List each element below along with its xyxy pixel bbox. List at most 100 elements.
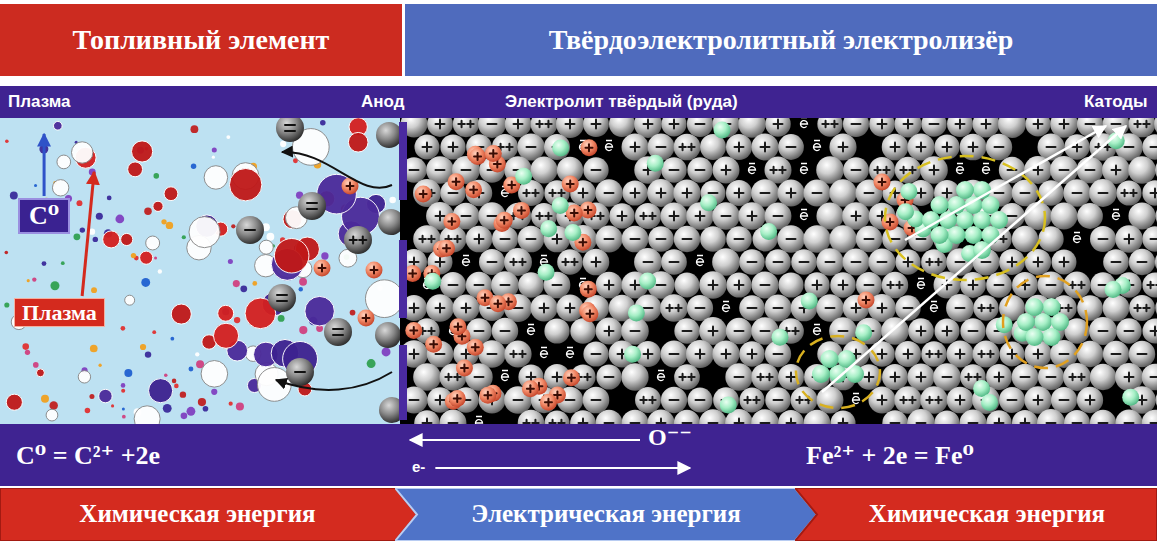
electron-symbol: [723, 302, 730, 312]
oxide-sphere: [1051, 387, 1077, 413]
oxide-sphere: [596, 364, 621, 389]
cation-sphere: [405, 322, 422, 339]
charge-stroke: [1154, 189, 1156, 198]
plasma-particle: [50, 281, 59, 290]
oxide-sphere: [700, 226, 726, 252]
plasma-particle: [158, 269, 162, 273]
plasma-particle: [212, 156, 215, 159]
cation-sphere: [438, 240, 455, 257]
plasma-particle: [182, 235, 186, 239]
iron-atom: [981, 394, 998, 411]
charge-sign: [436, 170, 445, 171]
oxide-sphere: [583, 157, 608, 182]
plasma-particle: [96, 213, 103, 220]
charge-stroke: [669, 305, 671, 311]
charge-stroke: [907, 258, 909, 267]
charge-stroke: [534, 420, 536, 424]
charge-stroke: [920, 143, 922, 152]
oxide-sphere: [739, 295, 765, 321]
oxide-sphere: [933, 363, 961, 391]
charge-stroke: [592, 399, 601, 401]
charge-stroke: [422, 236, 424, 242]
charge-sign: [295, 372, 305, 373]
charge-sign: [549, 190, 564, 196]
charge-sign: [969, 281, 978, 290]
oxide-sphere: [934, 134, 959, 159]
charge-sign: [900, 397, 915, 403]
charge-stroke: [463, 365, 465, 372]
iron-atom: [540, 220, 557, 237]
oxide-sphere: [765, 249, 791, 275]
charge-sign: [462, 216, 471, 217]
oxide-sphere: [934, 410, 959, 424]
charge-sign: [761, 143, 770, 152]
oxide-sphere: [882, 364, 908, 390]
charge-stroke: [699, 350, 701, 359]
charge-stroke: [456, 374, 458, 380]
charge-sign: [670, 170, 679, 171]
charge-stroke: [651, 397, 653, 403]
oxide-sphere: [1128, 202, 1155, 229]
cation-sphere: [469, 148, 486, 165]
text-slot: Анод: [361, 92, 405, 112]
charge-sign: [631, 331, 640, 332]
charge-stroke: [1151, 422, 1157, 424]
charge-stroke: [929, 351, 931, 357]
node-text: Fe²⁺ + 2e = Fe⁰: [806, 441, 974, 471]
oxide-sphere: [595, 179, 623, 207]
charge-sign: [670, 120, 679, 129]
charge-stroke: [643, 213, 645, 219]
charge-stroke: [1150, 282, 1152, 288]
electron-symbol: [541, 348, 548, 358]
charge-sign: [631, 423, 640, 424]
charge-stroke: [569, 304, 571, 313]
charge-sign: [449, 285, 458, 286]
charge-stroke: [433, 341, 435, 348]
ion-sphere: [268, 284, 296, 312]
charge-stroke: [647, 120, 649, 129]
charge-stroke: [307, 208, 317, 210]
charge-stroke: [937, 259, 939, 265]
oxide-sphere: [946, 340, 973, 367]
charge-stroke: [773, 167, 775, 173]
charge-sign: [744, 397, 759, 403]
charge-sign: [865, 193, 874, 194]
text-slot: Электрическая энергия: [471, 500, 740, 529]
text-slot: Твёрдоэлектролитный электролизёр: [549, 24, 1014, 56]
plasma-particle: [25, 350, 30, 355]
charge-stroke: [587, 286, 589, 293]
charge-stroke: [508, 144, 510, 150]
plasma-particle: [203, 406, 209, 412]
charge-stroke: [917, 238, 926, 240]
charge-sign: [458, 121, 473, 127]
oxide-sphere: [739, 341, 765, 367]
charge-sign: [917, 189, 926, 198]
charge-stroke: [657, 238, 666, 240]
oxide-sphere: [751, 409, 779, 424]
charge-sign: [995, 419, 1004, 425]
charge-stroke: [852, 261, 861, 263]
oxide-sphere: [1155, 295, 1157, 320]
charge-sign: [735, 281, 744, 290]
plasma-particle: [78, 371, 90, 383]
oxide-sphere: [1051, 203, 1078, 230]
text-slot: Плазма: [22, 300, 97, 325]
charge-stroke: [1080, 282, 1082, 288]
charge-stroke: [570, 374, 572, 381]
charge-stroke: [1137, 305, 1139, 311]
oxide-sphere: [713, 387, 739, 413]
charge-sign: [484, 392, 491, 399]
oxide-sphere: [1116, 318, 1141, 343]
iron-atom: [1122, 389, 1139, 406]
charge-sign: [887, 282, 902, 288]
charge-stroke: [631, 422, 640, 424]
oxide-sphere: [687, 387, 712, 412]
charge-sign: [1125, 147, 1134, 148]
charge-stroke: [774, 399, 783, 401]
plasma-particle: [41, 395, 49, 403]
charge-stroke: [738, 189, 740, 198]
plasma-particle: [5, 139, 9, 143]
oxide-sphere: [999, 387, 1025, 413]
charge-sign: [430, 341, 437, 348]
charge-sign: [1099, 331, 1108, 332]
